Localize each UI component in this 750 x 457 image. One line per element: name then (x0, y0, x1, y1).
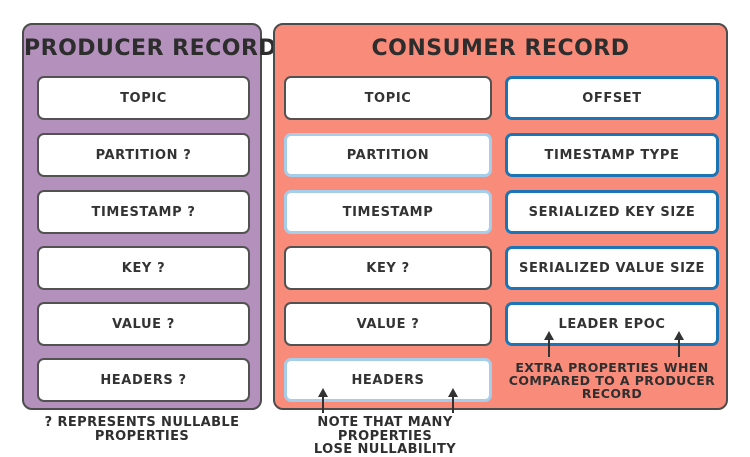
consumer-field-value: VALUE ? (284, 302, 492, 346)
producer-field-value: VALUE ? (37, 302, 250, 346)
consumer-field-timestamp: TIMESTAMP (284, 190, 492, 234)
consumer-field-offset: OFFSET (505, 76, 719, 120)
arrow-head (448, 388, 458, 397)
consumer-field-timestamp-type: TIMESTAMP TYPE (505, 133, 719, 177)
caption-line: LOSE NULLABILITY (313, 442, 457, 457)
caption-line: PROPERTIES (94, 428, 190, 444)
caption-line: RECORD (581, 386, 643, 402)
consumer-field-key: KEY ? (284, 246, 492, 290)
consumer-field-topic: TOPIC (284, 76, 492, 120)
consumer-field-partition: PARTITION (284, 133, 492, 177)
producer-field-key: KEY ? (37, 246, 250, 290)
extra-properties-note: EXTRA PROPERTIES WHEN COMPARED TO A PROD… (505, 361, 719, 400)
caption-line: COMPARED TO A PRODUCER (508, 373, 716, 389)
consumer-panel-title: CONSUMER RECORD (371, 36, 630, 61)
consumer-record-panel: CONSUMER RECORD TOPIC PARTITION TIMESTAM… (273, 23, 728, 410)
up-arrow-nullability-left (318, 388, 328, 413)
producer-panel-title: PRODUCER RECORD (24, 36, 278, 61)
caption-line: EXTRA PROPERTIES WHEN (515, 360, 709, 375)
up-arrow-extra-left (544, 331, 554, 357)
arrow-head (318, 388, 328, 397)
producer-field-topic: TOPIC (37, 76, 250, 120)
producer-field-partition: PARTITION ? (37, 133, 250, 177)
arrow-shaft (678, 340, 680, 357)
arrow-head (544, 331, 554, 340)
caption-line: ? REPRESENTS NULLABLE (44, 415, 240, 430)
nullable-properties-caption: ? REPRESENTS NULLABLE PROPERTIES (22, 416, 262, 443)
producer-record-panel: PRODUCER RECORD TOPIC PARTITION ? TIMEST… (22, 23, 278, 410)
caption-line: NOTE THAT MANY PROPERTIES (317, 415, 453, 444)
consumer-field-serialized-key-size: SERIALIZED KEY SIZE (505, 190, 719, 234)
consumer-field-headers: HEADERS (284, 358, 492, 402)
up-arrow-extra-right (674, 331, 684, 357)
up-arrow-nullability-right (448, 388, 458, 413)
consumer-field-leader-epoc: LEADER EPOC (505, 302, 719, 346)
arrow-shaft (452, 397, 454, 413)
producer-field-timestamp: TIMESTAMP ? (37, 190, 250, 234)
arrow-shaft (548, 340, 550, 357)
arrow-head (674, 331, 684, 340)
consumer-field-serialized-value-size: SERIALIZED VALUE SIZE (505, 246, 719, 290)
arrow-shaft (322, 397, 324, 413)
lose-nullability-caption: NOTE THAT MANY PROPERTIES LOSE NULLABILI… (273, 416, 497, 457)
producer-field-headers: HEADERS ? (37, 358, 250, 402)
